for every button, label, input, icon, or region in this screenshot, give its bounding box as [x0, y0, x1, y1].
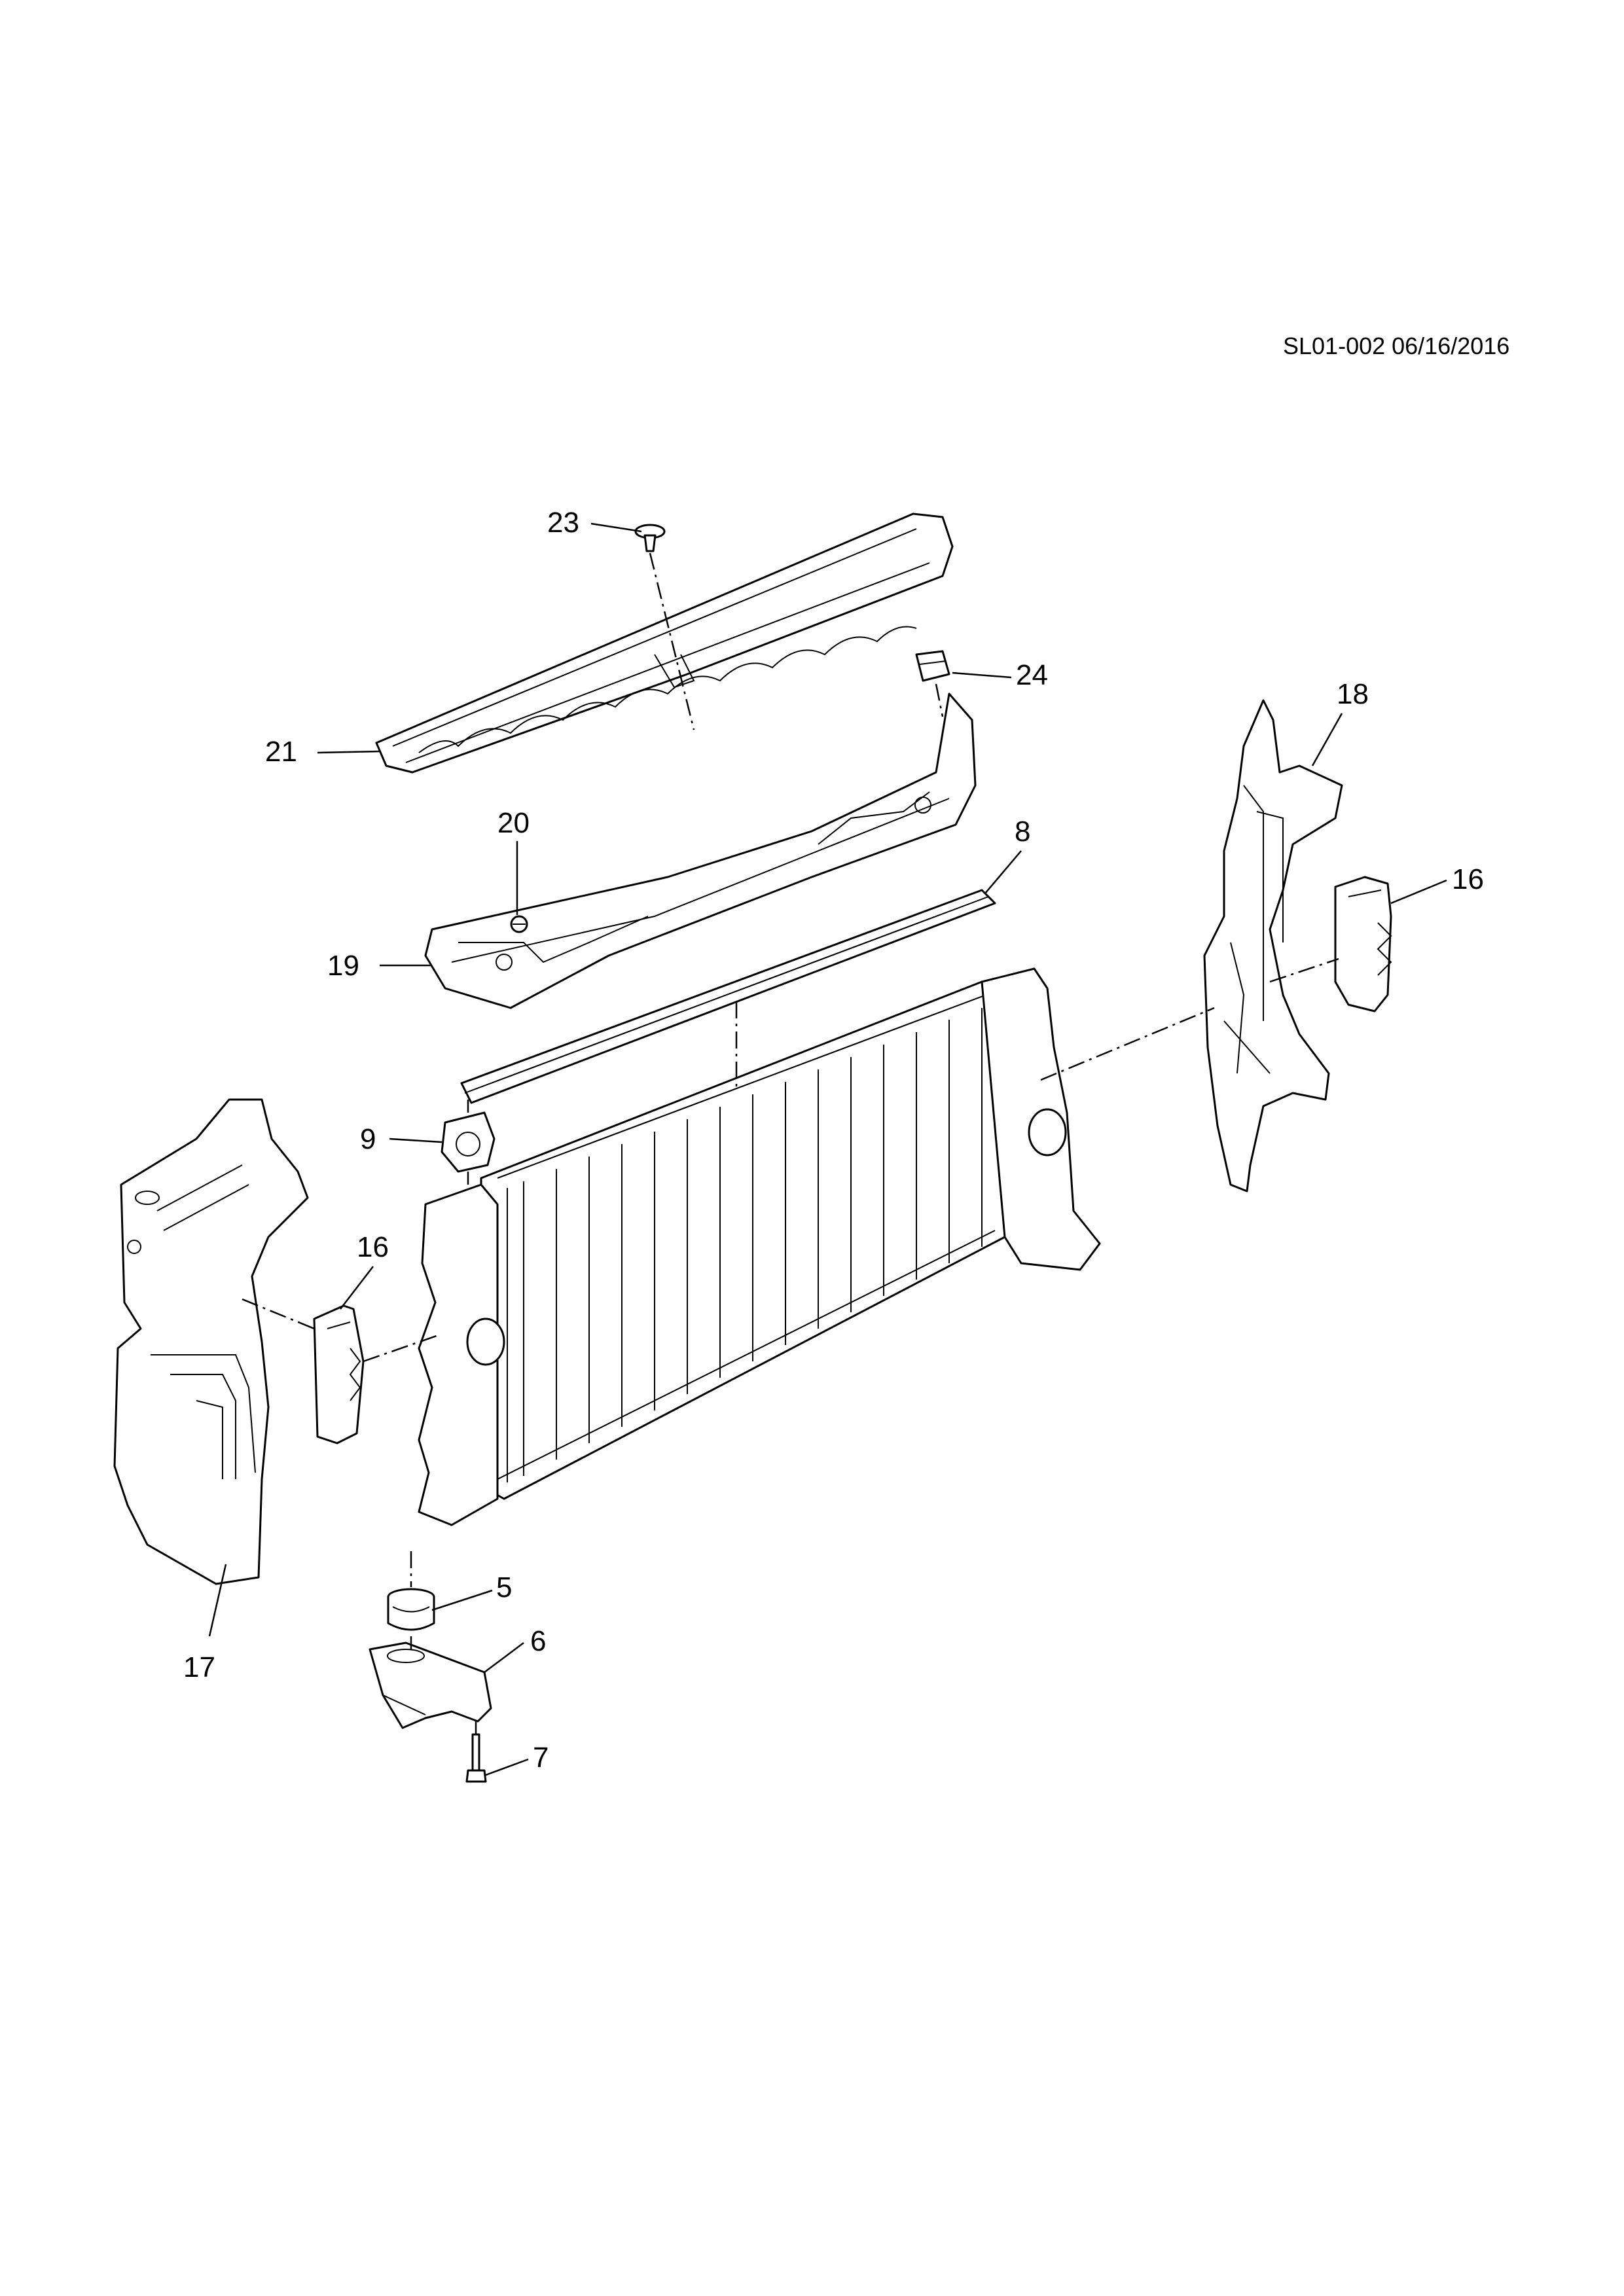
screw-part-20	[510, 915, 528, 933]
radiator-core	[418, 967, 1101, 1526]
callout-24: 24	[1016, 659, 1048, 691]
right-air-deflector-part-18	[1203, 699, 1343, 1193]
callout-5: 5	[496, 1571, 512, 1604]
callout-labels: 23 24 21 18 20 8 16 19 9 16 5 6 7 17	[183, 507, 1484, 1774]
callout-9: 9	[360, 1123, 376, 1155]
callout-16-right: 16	[1452, 863, 1484, 895]
bracket-right-part-16	[1334, 876, 1392, 1013]
upper-air-baffle-part-21	[375, 512, 954, 774]
callout-21: 21	[265, 736, 297, 768]
leader-lines	[208, 522, 1447, 1776]
upper-mount-part-9	[441, 1111, 496, 1173]
lower-baffle-part-19	[424, 692, 977, 1009]
callout-20: 20	[497, 807, 530, 839]
callout-23: 23	[547, 507, 579, 539]
document-reference: SL01-002 06/16/2016	[1283, 332, 1510, 359]
callout-18: 18	[1337, 678, 1369, 710]
callout-17: 17	[183, 1651, 215, 1683]
callout-16-left: 16	[357, 1231, 389, 1263]
push-pin-part-23	[634, 524, 666, 552]
insulator-part-5	[387, 1588, 435, 1631]
callout-6: 6	[530, 1625, 546, 1657]
callout-8: 8	[1015, 816, 1030, 848]
assembly-axis-lines	[242, 552, 1339, 1734]
clip-part-24	[915, 650, 950, 682]
callout-19: 19	[327, 950, 359, 982]
left-air-deflector-part-17	[113, 1098, 309, 1585]
lower-bracket-part-6	[369, 1641, 492, 1729]
bolt-part-7	[465, 1733, 487, 1783]
callout-7: 7	[533, 1742, 549, 1774]
seal-strip-part-8	[460, 889, 996, 1104]
bracket-left-part-16	[313, 1304, 365, 1444]
